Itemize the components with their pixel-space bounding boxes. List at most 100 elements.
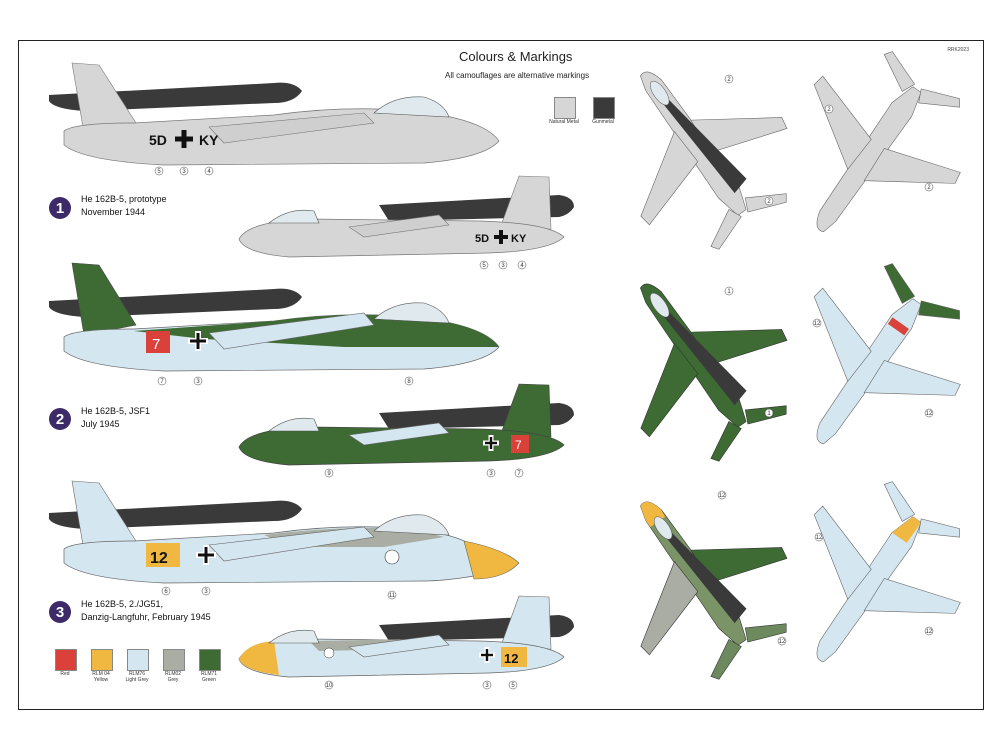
s3-bottom-view: 12 12: [813, 481, 961, 663]
s1t-tailplane: [710, 193, 787, 250]
s2a-tail-fin: [71, 262, 137, 336]
s3t-wing-left: [640, 560, 699, 656]
s1u-fuselage: [816, 86, 922, 233]
swatch-natural-metal: Natural Metal: [546, 97, 582, 125]
s1b-tail-fin: [498, 175, 552, 232]
s1t-callout-0: 2: [727, 77, 731, 83]
s2u-wing-left: [863, 360, 961, 396]
scheme-1-line1: He 162B-5, prototype: [81, 194, 167, 204]
s3u-fuselage: [816, 516, 922, 663]
s2t-callouts: 1 1: [724, 286, 774, 418]
sheet-title: Colours & Markings: [459, 49, 573, 64]
s2t-callout-1: 1: [767, 411, 771, 417]
palette-grey-code: RLM02: [164, 671, 182, 677]
scheme-caption-2: He 162B-5, JSF1 July 1945: [81, 405, 150, 431]
s3b-callouts: 10 3 5: [324, 680, 518, 690]
scheme-3-line1: He 162B-5, 2./JG51,: [81, 599, 164, 609]
s1b-code-right: KY: [511, 233, 527, 245]
s1b-canopy: [268, 209, 320, 224]
s3-side-profile-b: 12 10 3 5: [238, 595, 574, 690]
s2a-fuselage-band: [146, 331, 170, 353]
s3u-tailplane: [883, 481, 960, 538]
palette-yellow-name: Yellow: [93, 677, 109, 683]
s3t-engine-pod: [656, 521, 747, 624]
s1u-callouts: 2 2: [824, 104, 934, 192]
s3u-callouts: 12 12: [814, 532, 934, 636]
s3a-number: 12: [150, 550, 168, 567]
s3t-canopy: [653, 516, 673, 540]
s2a-callout-2: 8: [407, 379, 411, 385]
palette: Red RLM 04 Yellow RLM76 Light Grey RLM02…: [49, 649, 225, 683]
s1a-wing: [208, 112, 375, 144]
s2a-callouts: 7 3 8: [157, 376, 414, 386]
palette-lightgrey-name: Light Grey: [125, 677, 149, 683]
s2b-canopy: [268, 417, 320, 432]
s1b-callout-2: 4: [520, 263, 524, 269]
s2a-canopy: [373, 302, 450, 324]
s2u-tailplane: [883, 263, 960, 320]
s2u-wing-right: [813, 287, 872, 382]
swatch-gunmetal-color: [593, 97, 615, 119]
scheme-caption-3: He 162B-5, 2./JG51, Danzig-Langfuhr, Feb…: [81, 598, 211, 624]
palette-yellow: RLM 04 Yellow: [85, 649, 117, 683]
s1b-code-left: 5D: [475, 233, 489, 245]
palette-yellow-color: [91, 649, 113, 671]
palette-green-name: Green: [202, 677, 216, 683]
s3b-callout-2: 5: [511, 683, 515, 689]
s3t-callout-0: 12: [719, 493, 726, 499]
s1a-code-left: 5D: [149, 132, 167, 148]
s2-side-profile-a: 7 7 3 8: [49, 262, 500, 386]
s1b-callout-0: 5: [482, 263, 486, 269]
swatch-natural-metal-label: Natural Metal: [549, 119, 579, 125]
palette-red-color: [55, 649, 77, 671]
s2b-balkenkreuz: [483, 435, 499, 451]
s2u-callout-0: 12: [814, 321, 821, 327]
palette-grey-name: Grey: [167, 677, 179, 683]
s3a-fuselage-band: [146, 543, 180, 567]
s3b-yellow-nose: [239, 641, 279, 675]
scheme-2-line2: July 1945: [81, 419, 120, 429]
s1u-wing-left: [863, 148, 961, 184]
scheme-badge-1: 1: [49, 197, 71, 219]
s3a-callouts: 6 3 11: [161, 586, 397, 600]
s2t-tailplane: [710, 405, 787, 462]
s3-top-view: 12 12: [640, 490, 788, 680]
scheme-1-line2: November 1944: [81, 207, 146, 217]
s3a-canopy: [373, 514, 450, 536]
palette-lightgrey: RLM76 Light Grey: [121, 649, 153, 683]
palette-green-color: [199, 649, 221, 671]
s3b-tail-fin: [498, 595, 552, 652]
s2u-fuselage: [816, 298, 922, 445]
palette-lightgrey-color: [127, 649, 149, 671]
s3a-emblem: [384, 549, 400, 565]
sheet-code: RRK2023: [947, 47, 969, 53]
s2b-wing: [348, 422, 450, 446]
s1b-wing: [348, 214, 450, 238]
s2-top-view: 1 1: [640, 283, 788, 462]
s2a-callout-1: 3: [196, 379, 200, 385]
s2a-number: 7: [152, 336, 160, 353]
s2b-fuselage-band: [511, 435, 529, 453]
s1a-code-right: KY: [199, 132, 219, 148]
s2u-red-band: [887, 317, 909, 336]
s1t-engine-pod: [656, 91, 747, 194]
s3b-balkenkreuz: [479, 647, 495, 663]
s1a-callout-2: 4: [207, 169, 211, 175]
s3b-callout-1: 3: [485, 683, 489, 689]
s3t-callouts: 12 12: [717, 490, 787, 646]
s1t-callouts: 2 2: [724, 74, 774, 206]
swatch-gunmetal-label: Gunmetal: [592, 119, 614, 125]
s1a-callout-1: 3: [182, 169, 186, 175]
s1t-canopy: [650, 80, 670, 106]
s3u-yellow-band: [892, 516, 922, 543]
s1u-callout-0: 2: [827, 107, 831, 113]
palette-grey: RLM02 Grey: [157, 649, 189, 683]
s3-side-profile-a: 12 6 3 11: [49, 480, 520, 600]
s3b-number: 12: [504, 651, 518, 666]
s3a-yellow-nose: [463, 540, 520, 580]
s2-bottom-view: 12 12: [812, 263, 961, 445]
s3u-wing-right: [813, 505, 872, 600]
s3b-callout-0: 10: [326, 683, 333, 689]
s2u-callout-1: 12: [926, 411, 933, 417]
s3a-wing: [208, 526, 375, 562]
